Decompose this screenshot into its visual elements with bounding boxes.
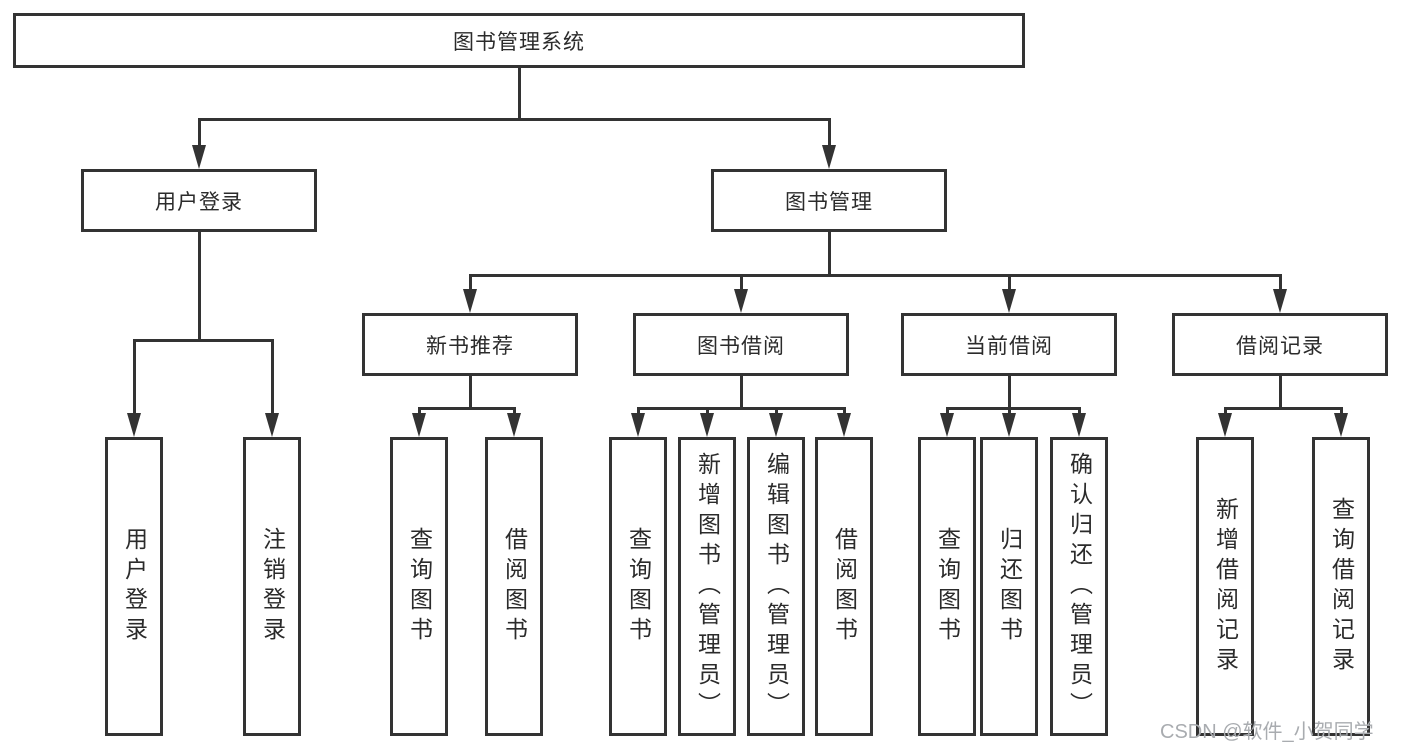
arrowhead-down xyxy=(734,289,748,313)
node-label: 当前借阅 xyxy=(965,334,1053,358)
connector-line xyxy=(417,407,421,413)
arrowhead-down xyxy=(700,413,714,437)
arrowhead-down xyxy=(1334,413,1348,437)
connector-line xyxy=(197,232,201,339)
leaf-add-book-admin: 新增图书（管理员） xyxy=(678,437,736,736)
leaf-label: 借阅图书 xyxy=(501,526,528,647)
connector-line xyxy=(517,68,521,118)
connector-line xyxy=(774,407,778,413)
connector-line xyxy=(1007,274,1011,289)
arrowhead-down xyxy=(1002,413,1016,437)
arrowhead-down xyxy=(192,145,206,169)
arrowhead-down xyxy=(631,413,645,437)
connector-line xyxy=(945,407,949,413)
connector-line xyxy=(827,232,831,274)
node-user-login: 用户登录 xyxy=(81,169,317,232)
connector-line xyxy=(739,376,743,407)
arrowhead-down xyxy=(822,145,836,169)
connector-line xyxy=(132,339,136,413)
node-borrow-records: 借阅记录 xyxy=(1172,313,1388,376)
leaf-label: 查询图书 xyxy=(406,526,433,647)
node-new-book-recommend: 新书推荐 xyxy=(362,313,578,376)
connector-line xyxy=(1339,407,1343,413)
connector-line xyxy=(197,118,831,121)
leaf-borrow-books-recommend: 借阅图书 xyxy=(485,437,543,736)
node-book-borrowing: 图书借阅 xyxy=(633,313,849,376)
node-label: 图书借阅 xyxy=(697,334,785,358)
arrowhead-down xyxy=(412,413,426,437)
connector-line xyxy=(1007,376,1011,407)
leaf-label: 归还图书 xyxy=(996,526,1023,647)
arrowhead-down xyxy=(127,413,141,437)
arrowhead-down xyxy=(940,413,954,437)
leaf-label: 新增图书（管理员） xyxy=(694,451,721,722)
node-label: 新书推荐 xyxy=(426,334,514,358)
arrowhead-down xyxy=(265,413,279,437)
connector-line xyxy=(636,407,846,410)
connector-line xyxy=(468,274,1282,277)
connector-line xyxy=(417,407,516,410)
leaf-label: 注销登录 xyxy=(259,526,286,647)
leaf-query-books-current: 查询图书 xyxy=(918,437,976,736)
connector-line xyxy=(270,339,274,413)
connector-line xyxy=(1223,407,1227,413)
leaf-query-books-borrowing: 查询图书 xyxy=(609,437,667,736)
leaf-borrow-books: 借阅图书 xyxy=(815,437,873,736)
arrowhead-down xyxy=(507,413,521,437)
leaf-label: 用户登录 xyxy=(121,526,148,647)
leaf-confirm-return-admin: 确认归还（管理员） xyxy=(1050,437,1108,736)
connector-line xyxy=(1007,407,1011,413)
arrowhead-down xyxy=(1218,413,1232,437)
leaf-edit-book-admin: 编辑图书（管理员） xyxy=(747,437,805,736)
leaf-label: 编辑图书（管理员） xyxy=(763,451,790,722)
arrowhead-down xyxy=(769,413,783,437)
leaf-query-borrow-record: 查询借阅记录 xyxy=(1312,437,1370,736)
leaf-label: 查询图书 xyxy=(625,526,652,647)
node-book-management: 图书管理 xyxy=(711,169,947,232)
leaf-user-login: 用户登录 xyxy=(105,437,163,736)
connector-line xyxy=(1223,407,1343,410)
connector-line xyxy=(132,339,274,342)
arrowhead-down xyxy=(837,413,851,437)
arrowhead-down xyxy=(1072,413,1086,437)
arrowhead-down xyxy=(1273,289,1287,313)
connector-line xyxy=(842,407,846,413)
leaf-add-borrow-record: 新增借阅记录 xyxy=(1196,437,1254,736)
connector-line xyxy=(468,376,472,407)
connector-line xyxy=(512,407,516,413)
node-label: 图书管理系统 xyxy=(453,30,585,54)
leaf-label: 查询图书 xyxy=(934,526,961,647)
connector-line xyxy=(1077,407,1081,413)
connector-line xyxy=(1278,274,1282,289)
csdn-watermark: CSDN @软件_小贺同学 xyxy=(1160,721,1374,743)
node-label: 用户登录 xyxy=(155,190,243,214)
connector-line xyxy=(468,274,472,289)
connector-line xyxy=(636,407,640,413)
connector-line xyxy=(197,118,201,145)
leaf-logout: 注销登录 xyxy=(243,437,301,736)
connector-line xyxy=(739,274,743,289)
node-label: 图书管理 xyxy=(785,190,873,214)
node-current-borrowing: 当前借阅 xyxy=(901,313,1117,376)
node-root-system: 图书管理系统 xyxy=(13,13,1025,68)
connector-line xyxy=(705,407,709,413)
node-label: 借阅记录 xyxy=(1236,334,1324,358)
arrowhead-down xyxy=(1002,289,1016,313)
leaf-label: 确认归还（管理员） xyxy=(1066,451,1093,722)
leaf-label: 新增借阅记录 xyxy=(1212,496,1239,677)
arrowhead-down xyxy=(463,289,477,313)
connector-line xyxy=(945,407,1081,410)
connector-line xyxy=(1278,376,1282,407)
leaf-label: 查询借阅记录 xyxy=(1328,496,1355,677)
connector-line xyxy=(827,118,831,145)
leaf-label: 借阅图书 xyxy=(831,526,858,647)
leaf-query-books-recommend: 查询图书 xyxy=(390,437,448,736)
leaf-return-books: 归还图书 xyxy=(980,437,1038,736)
